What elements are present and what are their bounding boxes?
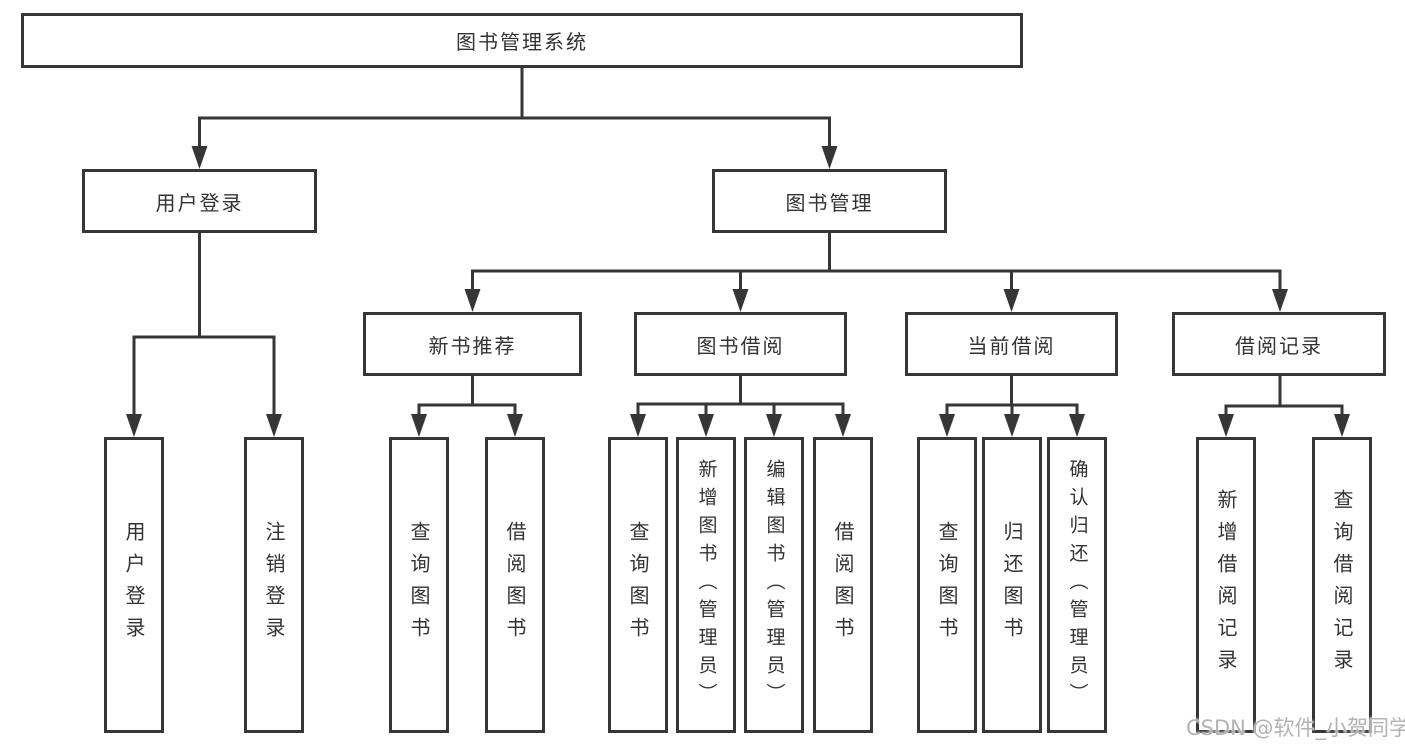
arrow-down-icon [732,289,749,312]
leaf-label: 查询图书 [626,521,650,649]
node-label: 新书推荐 [428,333,517,358]
arrow-down-icon [821,146,838,169]
leaf-query-books-current: 查询图书 [917,437,977,733]
node-borrowing-records: 借阅记录 [1172,312,1386,376]
arrow-down-icon [939,414,955,437]
arrow-down-icon [266,414,282,437]
leaf-edit-books-admin: 编辑图书（管理员） [744,437,804,733]
leaf-add-borrow-record: 新增借阅记录 [1196,437,1256,733]
leaf-label: 查询图书 [935,521,959,649]
arrow-down-icon [835,414,851,437]
leaf-borrow-books: 借阅图书 [813,437,873,733]
connector-current-borrowing-to-leaves [939,373,1085,437]
node-library-management-system: 图书管理系统 [21,13,1023,68]
node-current-borrowing: 当前借阅 [905,312,1118,376]
leaf-user-login: 用户登录 [104,437,164,733]
leaf-label: 新增借阅记录 [1214,489,1238,681]
arrow-down-icon [630,414,646,437]
node-label: 图书管理 [785,190,874,215]
leaf-label: 借阅图书 [831,521,855,649]
leaf-label: 确认归还（管理员） [1066,459,1089,711]
leaf-query-books-borrowing: 查询图书 [608,437,668,733]
leaf-add-books-admin: 新增图书（管理员） [676,437,736,733]
arrow-down-icon [1218,414,1234,437]
connector-book-borrowing-to-leaves [630,373,851,437]
connector-root-to-level1 [191,65,838,169]
leaf-confirm-return-admin: 确认归还（管理员） [1047,437,1107,733]
arrow-down-icon [464,289,481,312]
node-label: 当前借阅 [967,333,1056,358]
arrow-down-icon [507,414,523,437]
arrow-down-icon [766,414,782,437]
leaf-query-books-recommend: 查询图书 [389,437,449,733]
leaf-query-borrow-record: 查询借阅记录 [1312,437,1372,733]
leaf-return-books: 归还图书 [982,437,1042,733]
node-label: 图书管理系统 [456,30,588,54]
arrow-down-icon [126,414,142,437]
arrow-down-icon [411,414,427,437]
leaf-label: 新增图书（管理员） [695,459,718,711]
arrow-down-icon [1069,414,1085,437]
leaf-label: 注销登录 [262,521,286,649]
leaf-label: 查询图书 [407,521,431,649]
connector-borrowing-records-to-leaves [1218,373,1350,437]
arrow-down-icon [1003,289,1020,312]
node-book-borrowing: 图书借阅 [634,312,847,376]
node-new-book-recommendation: 新书推荐 [363,312,582,376]
arrow-down-icon [1272,289,1288,312]
leaf-label: 用户登录 [122,521,146,649]
leaf-borrow-books-recommend: 借阅图书 [485,437,545,733]
arrow-down-icon [1004,414,1020,437]
connector-book-management-to-level2 [464,230,1288,312]
csdn-watermark: CSDN @软件_小贺同学 [1186,716,1405,740]
node-label: 借阅记录 [1235,333,1323,358]
connector-new-book-recommendation-to-leaves [411,373,523,437]
leaf-logout: 注销登录 [244,437,304,733]
node-book-management: 图书管理 [712,169,947,233]
leaf-label: 查询借阅记录 [1330,489,1354,681]
node-label: 图书借阅 [696,333,785,358]
leaf-label: 归还图书 [1000,521,1024,649]
arrow-down-icon [698,414,714,437]
node-label: 用户登录 [155,190,244,215]
connector-user-login-to-leaves [126,230,282,437]
arrow-down-icon [1334,414,1350,437]
leaf-label: 编辑图书（管理员） [763,459,786,711]
arrow-down-icon [191,146,208,169]
node-user-login: 用户登录 [82,169,317,233]
leaf-label: 借阅图书 [503,521,527,649]
